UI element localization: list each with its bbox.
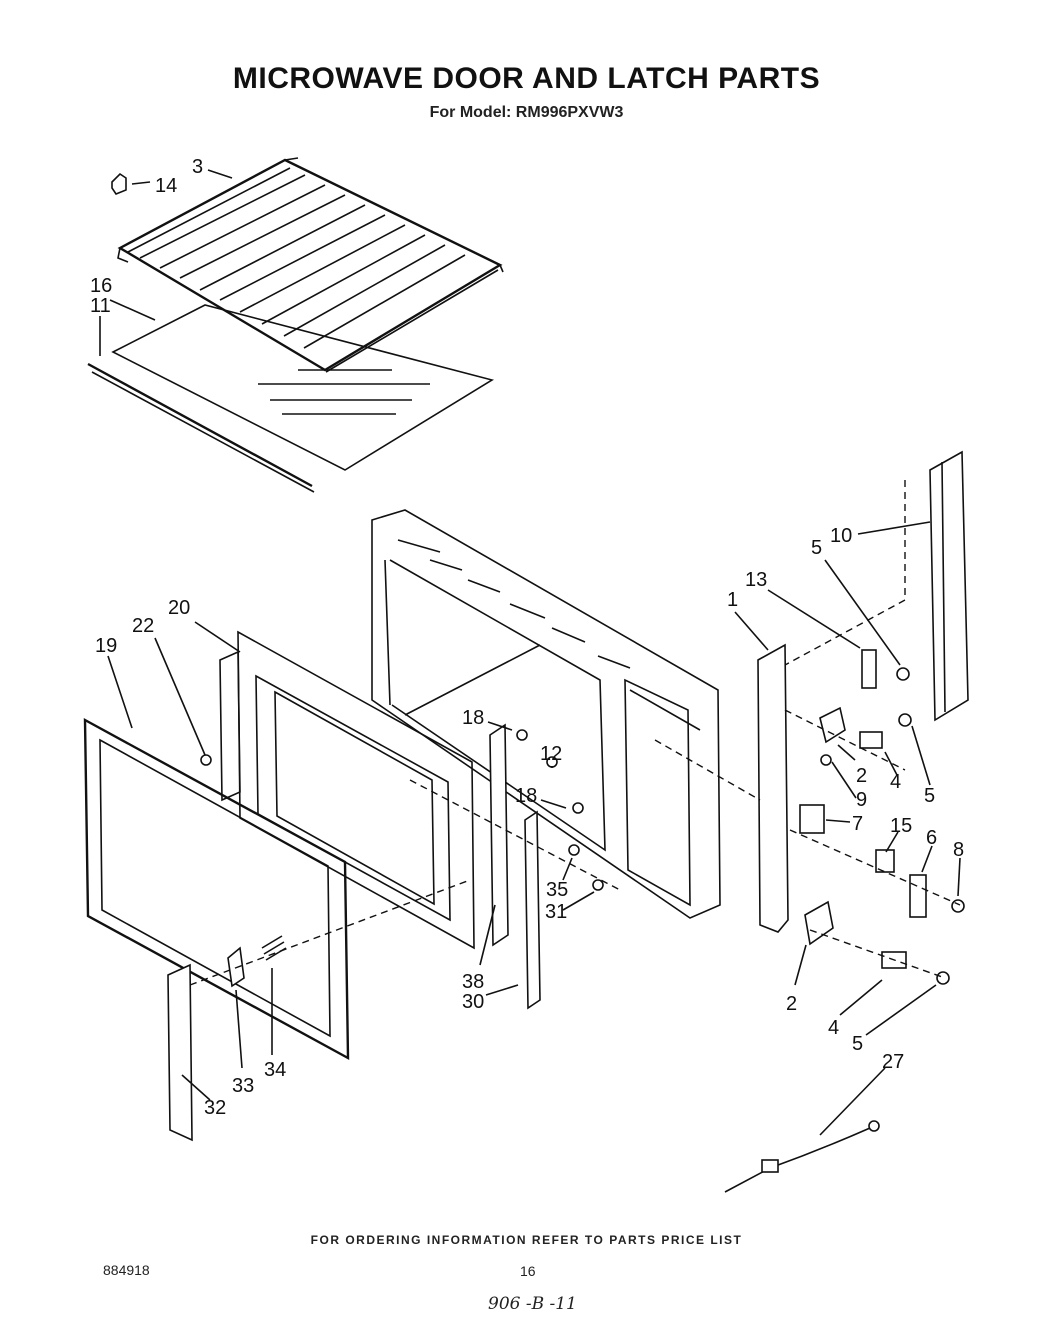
clip-part [111, 172, 127, 195]
wire-harness-part [724, 1120, 880, 1193]
callout-19: 19 [95, 635, 117, 657]
callout-2-lower: 2 [786, 993, 797, 1015]
callout-6: 6 [926, 827, 937, 849]
hardware-parts [167, 649, 965, 1142]
model-subtitle: For Model: RM996PXVW3 [429, 104, 624, 121]
callout-9: 9 [856, 789, 867, 811]
callout-1: 1 [727, 589, 738, 611]
callout-3: 3 [192, 156, 203, 178]
callout-16: 16 [90, 275, 112, 297]
page-number: 16 [520, 1263, 536, 1279]
callout-4-lower: 4 [828, 1017, 839, 1039]
callout-5-lower: 5 [852, 1033, 863, 1055]
callout-5-mid: 5 [924, 785, 935, 807]
hinge-bar-parts [489, 723, 541, 1010]
callout-27: 27 [882, 1051, 904, 1073]
callout-11: 11 [90, 295, 111, 317]
callout-13: 13 [745, 569, 767, 591]
callout-30: 30 [462, 991, 484, 1013]
ordering-note: FOR ORDERING INFORMATION REFER TO PARTS … [310, 1233, 743, 1247]
callout-22: 22 [132, 615, 154, 637]
outer-door-frame-part [83, 717, 350, 1061]
callout-8: 8 [953, 839, 964, 861]
callout-34: 34 [264, 1059, 286, 1081]
callout-33: 33 [232, 1075, 254, 1097]
callout-14: 14 [155, 175, 177, 197]
cabinet-frame-part [371, 509, 721, 919]
handwritten-note: 906 -B -11 [488, 1294, 577, 1314]
inner-door-panel-part [219, 630, 475, 950]
seal-strip-part [87, 362, 315, 493]
side-panel-part [929, 450, 969, 722]
callout-31: 31 [545, 901, 567, 923]
callout-12: 12 [540, 743, 562, 765]
callout-38: 38 [462, 971, 484, 993]
leader-lines [99, 169, 961, 1136]
page-title: MICROWAVE DOOR AND LATCH PARTS [232, 62, 821, 95]
callout-35: 35 [546, 879, 568, 901]
callout-4: 4 [890, 771, 901, 793]
callout-labels: 3 14 16 11 10 5 13 1 20 22 19 18 12 18 2… [90, 156, 964, 1119]
callout-20: 20 [168, 597, 190, 619]
callout-18: 18 [462, 707, 484, 729]
alignment-lines [189, 480, 961, 986]
latch-bracket-part [757, 643, 789, 933]
callout-5: 5 [811, 537, 822, 559]
callout-7: 7 [852, 813, 863, 835]
callout-2: 2 [856, 765, 867, 787]
callout-15: 15 [890, 815, 912, 837]
callout-10: 10 [830, 525, 852, 547]
shelf-rack-part [117, 157, 504, 373]
callout-18-lower: 18 [515, 785, 537, 807]
document-number: 884918 [103, 1262, 150, 1278]
glass-panel-part [111, 304, 495, 471]
callout-32: 32 [204, 1097, 226, 1119]
